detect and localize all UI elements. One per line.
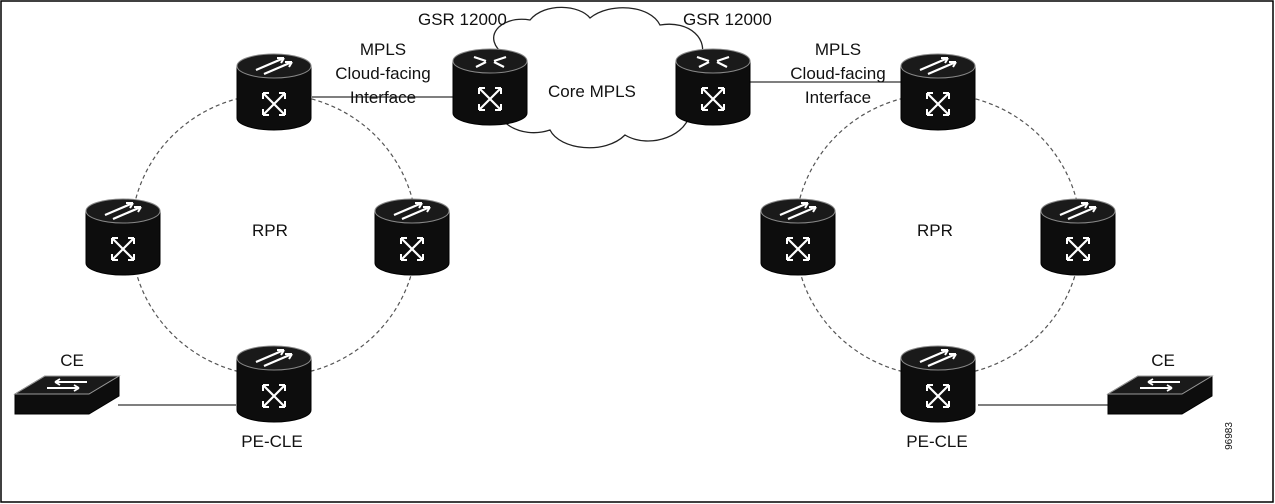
mpls-right-line1: MPLS (815, 40, 861, 59)
router-left-east (375, 199, 449, 275)
gsr-right-label: GSR 12000 (683, 10, 772, 29)
figure-id: 96983 (1224, 422, 1235, 450)
router-left-pe-cle (237, 346, 311, 422)
mpls-right-line2: Cloud-facing (790, 64, 885, 83)
router-right-top (901, 54, 975, 130)
rpr-right-label: RPR (917, 221, 953, 240)
ce-left-label: CE (60, 351, 84, 370)
gsr-left-label: GSR 12000 (418, 10, 507, 29)
mpls-left-line3: Interface (350, 88, 416, 107)
router-right-pe-cle (901, 346, 975, 422)
mpls-right-line3: Interface (805, 88, 871, 107)
rpr-left-label: RPR (252, 221, 288, 240)
router-right-west (761, 199, 835, 275)
ce-switch-right (1107, 375, 1213, 415)
gsr-right (676, 49, 750, 125)
pe-cle-right-label: PE-CLE (906, 432, 967, 451)
mpls-left-line1: MPLS (360, 40, 406, 59)
router-left-top (237, 54, 311, 130)
mpls-left-line2: Cloud-facing (335, 64, 430, 83)
router-left-west (86, 199, 160, 275)
ce-right-label: CE (1151, 351, 1175, 370)
pe-cle-left-label: PE-CLE (241, 432, 302, 451)
core-mpls-label: Core MPLS (548, 82, 636, 101)
ce-switch-left (14, 375, 120, 415)
gsr-left (453, 49, 527, 125)
router-right-east (1041, 199, 1115, 275)
